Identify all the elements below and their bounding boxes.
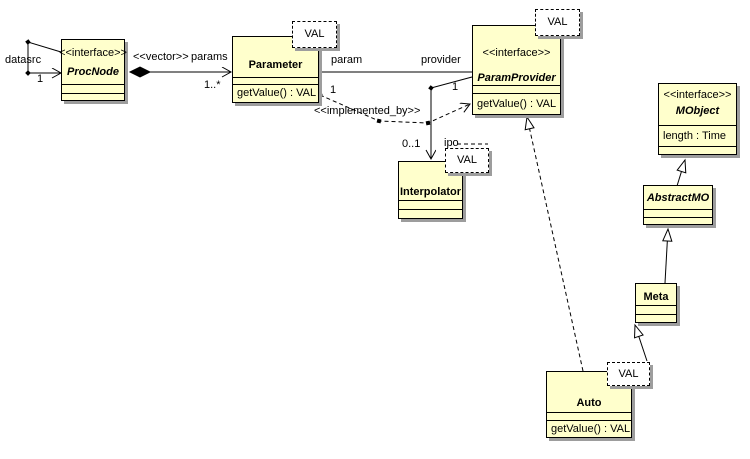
edge-auto-paramprovider-realization[interactable] <box>524 115 584 372</box>
interpolator-attributes-compartment <box>399 200 462 209</box>
mobject-operations-compartment <box>659 146 736 154</box>
edge-implemented-by-dependency[interactable] <box>320 95 470 123</box>
interpolator-template-param: VAL <box>457 154 477 166</box>
provider-role-label: provider <box>421 54 461 66</box>
parameter-name: Parameter <box>248 59 303 71</box>
abstractmo-operations-compartment <box>644 217 712 224</box>
paramprovider-template-param-box[interactable]: VAL <box>535 9 580 36</box>
parameter-operation: getValue() : VAL <box>237 87 317 99</box>
class-auto[interactable]: Auto getValue() : VAL <box>546 371 632 438</box>
paramprovider-stereotype: <<interface>> <box>482 47 551 59</box>
edge-paramprovider-interpolator-association[interactable] <box>431 76 488 159</box>
meta-attributes-compartment <box>636 305 676 314</box>
datasrc-role-label: datasrc <box>5 54 42 66</box>
mobject-attribute: length : Time <box>663 129 726 142</box>
ipo-multiplicity-label: 0..1 <box>402 138 421 150</box>
class-interpolator[interactable]: Interpolator <box>398 161 463 219</box>
procnode-attributes-compartment <box>62 84 124 93</box>
edge-meta-abstractmo-generalization[interactable] <box>662 227 673 284</box>
class-meta[interactable]: Meta <box>635 283 677 323</box>
procnode-operations-compartment <box>62 93 124 100</box>
parameter-template-param: VAL <box>304 28 325 40</box>
parameter-attributes-compartment <box>233 77 318 84</box>
auto-attributes-compartment <box>547 412 631 420</box>
edge-datasrc-self-association[interactable] <box>28 42 61 73</box>
auto-operations-compartment: getValue() : VAL <box>547 420 631 437</box>
implemented-by-source-multiplicity: 1 <box>330 84 337 96</box>
interpolator-operations-compartment <box>399 209 462 218</box>
params-role-label: params <box>191 51 228 63</box>
implemented-by-target-multiplicity: 1 <box>452 81 459 93</box>
paramprovider-name: ParamProvider <box>477 72 556 84</box>
param-role-label: param <box>331 54 363 66</box>
edge-auto-meta-generalization[interactable] <box>633 323 648 362</box>
auto-operation: getValue() : VAL <box>551 422 631 435</box>
interpolator-name: Interpolator <box>399 186 462 198</box>
abstractmo-attributes-compartment <box>644 209 712 217</box>
paramprovider-operations-compartment: getValue() : VAL <box>473 93 560 114</box>
edge-procnode-parameter-composition[interactable] <box>128 66 231 78</box>
class-abstractmo[interactable]: AbstractMO <box>643 185 713 225</box>
mobject-attributes-compartment: length : Time <box>659 125 736 146</box>
paramprovider-attributes-compartment <box>473 85 560 93</box>
procnode-stereotype: <<interface>> <box>59 47 127 59</box>
class-paramprovider[interactable]: <<interface>> ParamProvider getValue() :… <box>472 25 561 115</box>
vector-stereotype-label: <<vector>> <box>133 51 189 63</box>
mobject-stereotype: <<interface>> <box>663 89 732 101</box>
ipo-role-label: ipo <box>444 137 459 149</box>
mobject-name: MObject <box>675 105 720 117</box>
parameter-template-param-box[interactable]: VAL <box>292 21 337 48</box>
paramprovider-template-param: VAL <box>547 16 568 28</box>
auto-template-param-box[interactable]: VAL <box>607 362 650 386</box>
class-mobject[interactable]: <<interface>> MObject length : Time <box>658 83 737 155</box>
meta-name: Meta <box>643 291 669 303</box>
datasrc-multiplicity-label: 1 <box>37 73 44 85</box>
class-procnode[interactable]: <<interface>> ProcNode <box>59 39 127 101</box>
auto-template-param: VAL <box>618 367 639 380</box>
meta-operations-compartment <box>636 314 676 322</box>
procnode-name: ProcNode <box>67 66 119 78</box>
params-multiplicity-label: 1..* <box>204 79 221 91</box>
paramprovider-operation: getValue() : VAL <box>477 97 557 110</box>
parameter-operations-compartment: getValue() : VAL <box>233 84 318 102</box>
interpolator-template-param-box[interactable]: VAL <box>445 148 489 173</box>
abstractmo-name: AbstractMO <box>646 192 710 204</box>
edge-abstractmo-mobject-generalization[interactable] <box>676 158 687 187</box>
auto-name: Auto <box>576 397 602 409</box>
